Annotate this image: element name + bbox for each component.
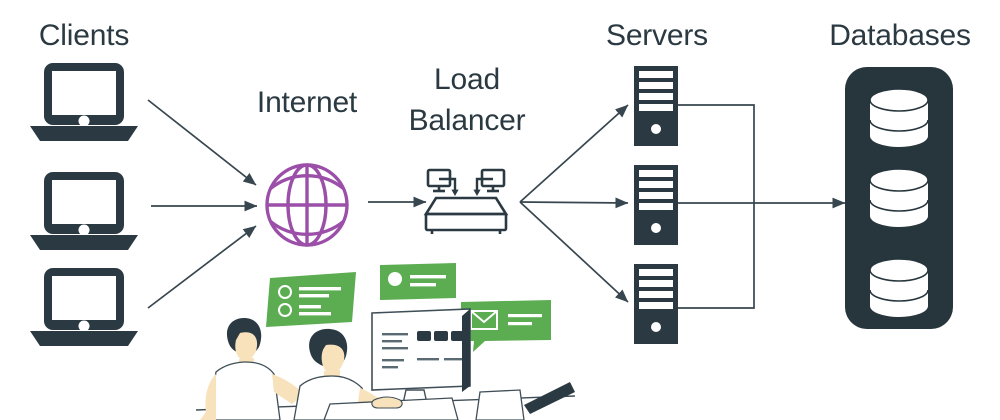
notification-card-checklist-icon — [266, 272, 356, 327]
link-server1-bus — [678, 104, 755, 203]
laptop-icon[interactable] — [30, 172, 138, 250]
laptop-icon[interactable] — [30, 63, 138, 141]
database-cylinder-icon — [869, 88, 929, 147]
server-icon[interactable] — [634, 165, 678, 245]
link-lb-server2 — [519, 197, 629, 209]
load-balancer-icon[interactable] — [423, 168, 509, 234]
database-stack-icon[interactable] — [845, 67, 953, 329]
globe-icon[interactable] — [265, 163, 349, 247]
server-icon[interactable] — [634, 264, 678, 344]
link-server3-bus — [678, 203, 755, 309]
link-client3-internet — [147, 225, 257, 309]
link-lb-server1 — [519, 104, 629, 203]
monitor-illustration-icon — [371, 308, 471, 409]
server-icon[interactable] — [634, 66, 678, 146]
notification-card-mail-icon — [461, 300, 551, 352]
link-client1-internet — [147, 99, 257, 186]
laptop-icon[interactable] — [30, 268, 138, 346]
link-lb-server3 — [519, 201, 629, 303]
database-cylinder-icon — [869, 168, 929, 227]
notification-card-top-icon — [380, 263, 456, 300]
keyboard-illustration-icon — [323, 396, 459, 420]
database-cylinder-icon — [869, 258, 929, 317]
person-left-illustration-icon — [200, 318, 304, 420]
